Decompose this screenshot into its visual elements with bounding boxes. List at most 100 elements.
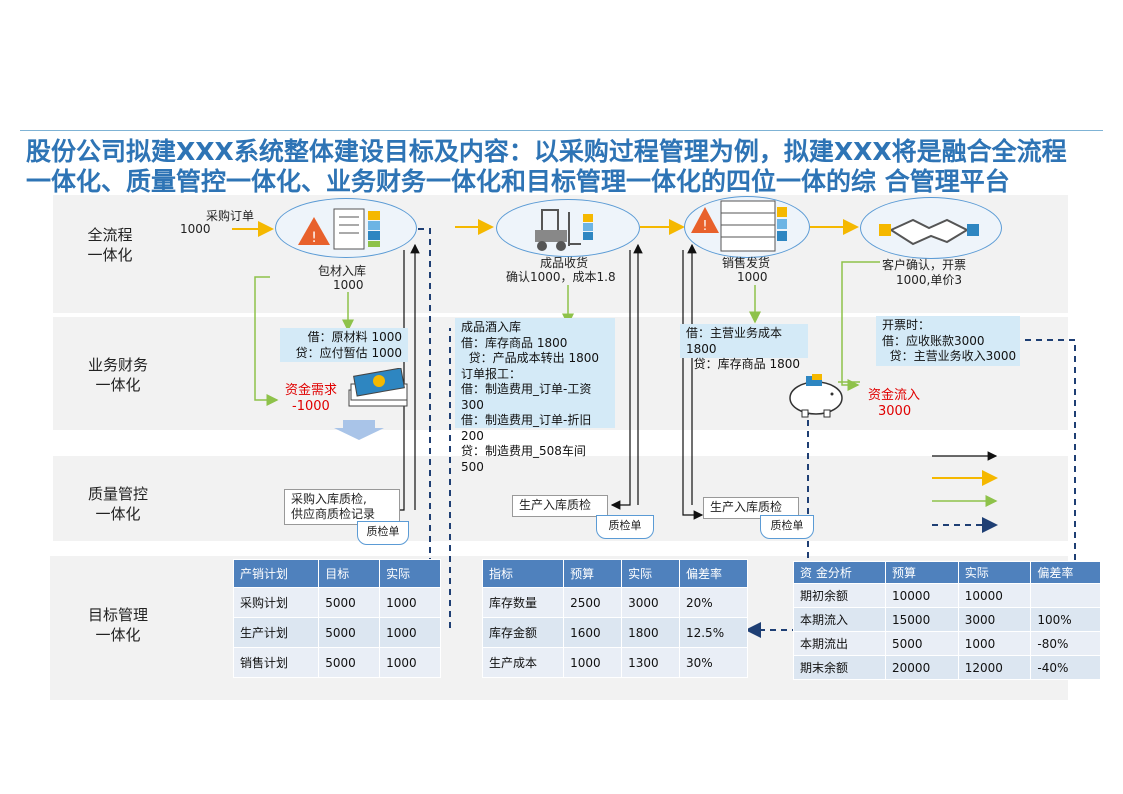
table-cell: 2500: [563, 587, 623, 618]
money-stack-icon: [348, 368, 408, 407]
table-cell: 20%: [678, 587, 749, 618]
table-cell: 采购计划: [232, 587, 320, 618]
table-cell: 5000: [318, 647, 381, 678]
table-header: 预算: [885, 561, 959, 584]
table-cell: 期初余额: [792, 583, 887, 608]
journal-line: 贷：库存商品 1800: [686, 357, 800, 371]
svg-text:!: !: [311, 230, 317, 246]
table-cell: 12000: [957, 655, 1032, 680]
table-header: 目标: [318, 559, 381, 588]
node-shipment-label: 销售发货: [722, 256, 771, 270]
title-rule: [20, 130, 1103, 131]
node-shipment-qty: 1000: [737, 270, 768, 284]
table-cell: 3000: [957, 607, 1032, 632]
table-cell: 5000: [318, 617, 381, 648]
quality-doc-2: 质检单: [596, 515, 654, 539]
quality-box-sales: 生产入库质检: [703, 497, 799, 519]
table-header: 偏差率: [678, 559, 749, 588]
cash-need-label: 资金需求: [285, 383, 338, 398]
journal-line: 贷：主营业务收入3000: [882, 349, 1017, 363]
journal-entry-cogs: 借：主营业务成本1800 贷：库存商品 1800: [680, 324, 808, 371]
table-row: 采购计划 5000 1000: [232, 587, 441, 618]
node-sales-shipment: !: [684, 196, 810, 258]
journal-line: 借：制造费用_订单-工资300: [461, 382, 592, 412]
table-header: 实际: [957, 561, 1032, 584]
table-cell: -80%: [1030, 631, 1101, 656]
journal-line: 借：应收账款3000: [882, 333, 985, 348]
table-header: 实际: [379, 559, 441, 588]
table-cell: 20000: [885, 655, 959, 680]
row-label-finance: 业务财务 一体化: [87, 356, 148, 394]
table-cell: 销售计划: [232, 647, 320, 678]
table-cell: 1000: [957, 631, 1032, 656]
node-packaging-label: 包材入库: [318, 264, 367, 278]
journal-entry-invoice: 开票时： 借：应收账款3000 贷：主营业务收入3000: [876, 316, 1020, 366]
row-label-quality: 质量管控 一体化: [87, 485, 148, 523]
legend-label: 业务财务: [1016, 496, 1060, 509]
journal-line: 贷：制造费用_508车间 500: [461, 444, 586, 474]
cash-in-label: 资金流入: [868, 388, 921, 403]
table-cell: 1800: [621, 617, 680, 648]
journal-line: 贷：应付暂估 1000: [295, 345, 402, 360]
table-cell: 1000: [379, 647, 441, 678]
table-cell: 1300: [621, 647, 680, 678]
table-cell: [1030, 583, 1101, 608]
table-header: 产销计划: [232, 559, 320, 588]
table-row: 库存金额 1600 1800 12.5%: [481, 617, 749, 648]
node-packaging-inbound: !: [275, 198, 417, 258]
journal-line: 开票时：: [882, 318, 931, 332]
table-cell: 5000: [885, 631, 959, 656]
table-cell: 1000: [563, 647, 623, 678]
cash-need-value: -1000: [292, 399, 330, 414]
purchase-order-qty: 1000: [180, 222, 211, 236]
table-row: 期末余额 20000 12000 -40%: [792, 655, 1101, 680]
page-title: 股份公司拟建XXX系统整体建设目标及内容：以采购过程管理为例，拟建XXX将是融合…: [26, 137, 1067, 196]
table-row: 库存数量 2500 3000 20%: [481, 587, 749, 618]
table-cell: 100%: [1030, 607, 1101, 632]
journal-entry-finished-goods: 成品酒入库 借：库存商品 1800 贷：产品成本转出 1800 订单报工： 借：…: [455, 318, 615, 474]
table-row: 本期流入 15000 3000 100%: [792, 607, 1101, 632]
row-label-full-process: 全流程 一体化: [87, 226, 133, 264]
table-cell: 12.5%: [678, 617, 749, 648]
journal-line: 借：原材料 1000: [307, 330, 402, 344]
purchase-order-label: 采购订单: [206, 209, 255, 223]
table-cell: 1000: [379, 587, 441, 618]
table-cell: 5000: [318, 587, 381, 618]
table-cell: 1000: [379, 617, 441, 648]
table-cell: 本期流入: [792, 607, 887, 632]
quality-box-production: 生产入库质检: [512, 495, 608, 517]
table-cell: 本期流出: [792, 631, 887, 656]
table-header: 偏差率: [1030, 561, 1101, 584]
table-cash-analysis: 资 金分析 预算 实际 偏差率 期初余额 10000 10000 本期流入 15…: [792, 561, 1101, 680]
table-inventory-budget: 指标 预算 实际 偏差率 库存数量 2500 3000 20% 库存金额 160…: [481, 559, 749, 678]
journal-entry-material: 借：原材料 1000 贷：应付暂估 1000: [280, 328, 408, 362]
legend-label: 目标管理: [1016, 520, 1060, 533]
warehouse-icon: !: [298, 208, 380, 250]
table-cell: 生产成本: [481, 647, 565, 678]
shelf-icon: !: [691, 200, 787, 252]
forklift-icon: [535, 209, 593, 251]
svg-text:!: !: [702, 219, 707, 234]
table-row: 销售计划 5000 1000: [232, 647, 441, 678]
table-header: 指标: [481, 559, 565, 588]
table-header: 实际: [621, 559, 680, 588]
table-cell: 30%: [678, 647, 749, 678]
node-customer-invoice: [860, 197, 1002, 259]
table-cell: 库存金额: [481, 617, 565, 648]
quality-doc-3: 质检单: [760, 515, 814, 539]
handshake-icon: [879, 218, 979, 246]
table-production-sales-plan: 产销计划 目标 实际 采购计划 5000 1000 生产计划 5000 1000…: [232, 559, 441, 678]
journal-line: 借：主营业务成本1800: [686, 326, 783, 356]
piggy-bank-icon: [789, 374, 843, 418]
node-invoice-detail: 1000,单价3: [896, 273, 962, 287]
table-cell: 3000: [621, 587, 680, 618]
journal-line: 成品酒入库: [461, 320, 522, 334]
quality-doc-1: 质检单: [357, 521, 409, 545]
table-header: 资 金分析: [792, 561, 887, 584]
node-finished-goods: [496, 199, 640, 257]
table-cell: 期末余额: [792, 655, 887, 680]
table-row: 本期流出 5000 1000 -80%: [792, 631, 1101, 656]
table-cell: 15000: [885, 607, 959, 632]
row-label-target: 目标管理 一体化: [87, 606, 148, 644]
